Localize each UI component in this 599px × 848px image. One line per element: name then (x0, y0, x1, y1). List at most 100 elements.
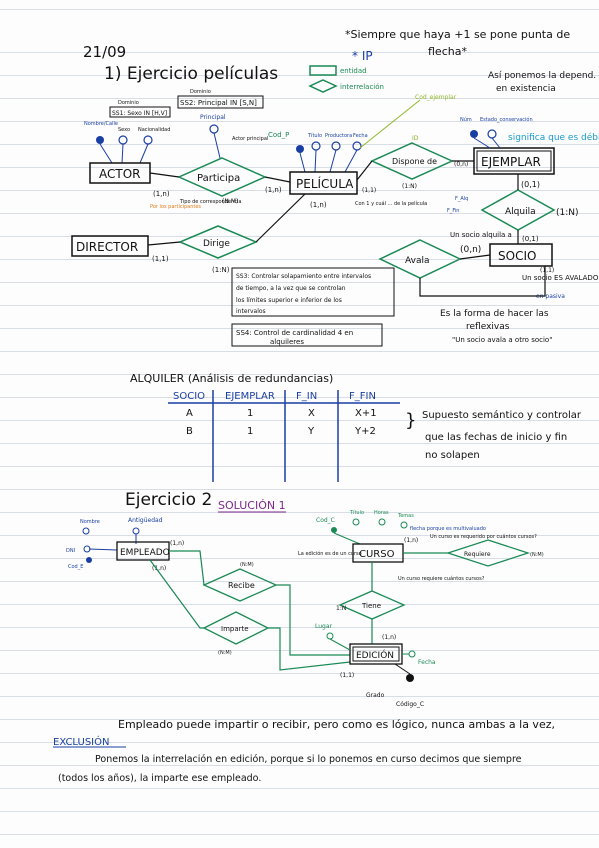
attr-num: Núm (460, 116, 472, 123)
dominio-label2: Dominio (190, 89, 211, 95)
attr-f-alq: F_Alq (455, 196, 468, 202)
por-participantes: Por los participantes (150, 204, 201, 210)
ss2-box (177, 95, 264, 109)
flecha-multi: flecha porque es multivaluado (410, 526, 486, 532)
rel-alquila-label: Alquila (505, 207, 536, 217)
en-existencia: en existencia (496, 84, 556, 94)
entity-actor-label: ACTOR (99, 167, 141, 181)
entity-director-label: DIRECTOR (76, 240, 138, 254)
closing-line2: Ponemos la interrelación en edición, por… (95, 754, 522, 765)
exercise2-title: Ejercicio 2 (125, 490, 212, 510)
attr-titulo-c: Título (349, 509, 364, 516)
ss4-line2: alquileres (270, 338, 304, 346)
card-dispone-ejemplar: (0,n) (454, 161, 468, 168)
card-director-dirige: (1,1) (152, 255, 169, 263)
rel-recibe-label: Recibe (228, 581, 255, 590)
card-dirige-type: (1:N) (212, 266, 230, 274)
closing-line3: (todos los años), la imparte ese emplead… (58, 773, 261, 784)
attr-sexo: Sexo (118, 127, 130, 133)
solution-label: SOLUCIÓN 1 (218, 499, 286, 512)
ss3-box (231, 267, 395, 317)
ip-note: * IP (352, 49, 373, 63)
card-tiene-type: 1:N (336, 605, 346, 612)
row2-socio: B (186, 426, 193, 437)
attr-lugar: Lugar (315, 623, 333, 630)
legend-relation: interrelación (340, 83, 384, 91)
card-dispone-type: (1:N) (402, 183, 417, 190)
card-socio-avala: (0,n) (460, 245, 481, 255)
rel-dirige-label: Dirige (203, 239, 230, 249)
attr-fecha-ed: Fecha (418, 659, 436, 666)
attr-grado: Grado (366, 692, 385, 699)
row1-f-in: X (308, 408, 315, 419)
attr-cod-ejemplar: Cod_ejemplar (415, 94, 457, 101)
rel-recibe (202, 568, 278, 602)
rel-avala-label: Avala (405, 256, 430, 266)
card-edicion2: (1,1) (340, 672, 354, 679)
attr-dni: DNI (66, 548, 75, 554)
un-curso: Un curso es requerido por cuántos cursos… (430, 533, 537, 540)
card-requiere-type: (N:M) (530, 552, 544, 558)
attr-fecha: Fecha (353, 133, 368, 139)
entity-ejemplar-label: EJEMPLAR (481, 155, 541, 169)
attr-nombre: Nombre (80, 519, 100, 525)
col-ejemplar: EJEMPLAR (225, 391, 275, 402)
attr-nacionalidad: Nacionalidad (138, 127, 170, 133)
ss3-line1: SS3: Controlar solapamiento entre interv… (236, 273, 371, 280)
attr-temas: Temas (397, 513, 414, 519)
card-imparte-type: (N:M) (218, 650, 232, 656)
legend-entity-box (309, 65, 337, 76)
un-curso2: Un curso requiere cuántos cursos? (398, 575, 485, 582)
card-alquila-socio: (0,1) (522, 235, 539, 243)
ss4-line1: SS4: Control de cardinalidad 4 en (236, 329, 353, 337)
entity-empleado-label: EMPLEADO (120, 548, 170, 558)
col-f-in: F_IN (296, 391, 317, 402)
con-participa: Con 1 y cuál ... de la película (355, 200, 427, 207)
entity-director (71, 235, 149, 257)
rel-tiene-label: Tiene (361, 602, 381, 610)
significa-debil: significa que es débil (508, 132, 599, 143)
entity-socio-label: SOCIO (498, 249, 536, 263)
en-pasiva: en pasiva (536, 293, 565, 300)
rel-requiere (445, 539, 531, 567)
card-alquila-type: (1:N) (556, 208, 579, 218)
dominio-label1: Dominio (118, 100, 139, 106)
attr-f-fin: F_Fin (447, 208, 459, 214)
attr-antiguedad: Antigüedad (128, 517, 163, 524)
rel-dirige (178, 225, 258, 259)
closing-line1: Empleado puede impartir o recibir, pero … (118, 718, 555, 731)
legend-relation-diamond (308, 79, 338, 93)
ss2: SS2: Principal IN [S,N] (180, 99, 257, 107)
attr-titulo: Título (307, 132, 322, 139)
card-empleado2: (1,n) (152, 565, 166, 572)
attr-id: ID (412, 135, 419, 142)
entity-ejemplar (473, 147, 555, 175)
rel-dispone-label: Dispone de (392, 157, 437, 166)
ss3-line4: intervalos (236, 308, 266, 315)
row2-f-fin: Y+2 (354, 426, 376, 437)
forma-reflexiva2: reflexivas (466, 322, 510, 332)
date: 21/09 (83, 43, 126, 61)
col-f-fin: F_FIN (349, 391, 376, 402)
card-participa-type: (N:M) (222, 198, 238, 205)
alquiler-note1: Supuesto semántico y controlar (422, 409, 582, 421)
card-edicion: (1,n) (382, 634, 396, 641)
row1-socio: A (186, 408, 193, 419)
rel-requiere-label: Requiere (464, 551, 491, 558)
rel-imparte-label: Imparte (221, 625, 249, 633)
rel-imparte (202, 611, 270, 645)
attr-productora: Productora (325, 133, 352, 139)
un-socio-avalado: Un socio ES AVALADO POR (522, 274, 599, 282)
exercise1-title: 1) Ejercicio películas (104, 64, 278, 84)
col-socio: SOCIO (173, 391, 205, 402)
attr-nombre-calle: Nombre/Calle (84, 121, 118, 127)
card-part-tipo: Tipo de correspondencia (179, 199, 241, 205)
row2-f-in: Y (307, 426, 315, 437)
un-socio-alquila: Un socio alquila a (450, 231, 512, 239)
alquiler-title: ALQUILER (Análisis de redundancias) (130, 372, 333, 385)
ss4-box (231, 323, 383, 347)
svg-text:}: } (405, 410, 416, 431)
card-avala-type: (1,1) (540, 267, 554, 274)
